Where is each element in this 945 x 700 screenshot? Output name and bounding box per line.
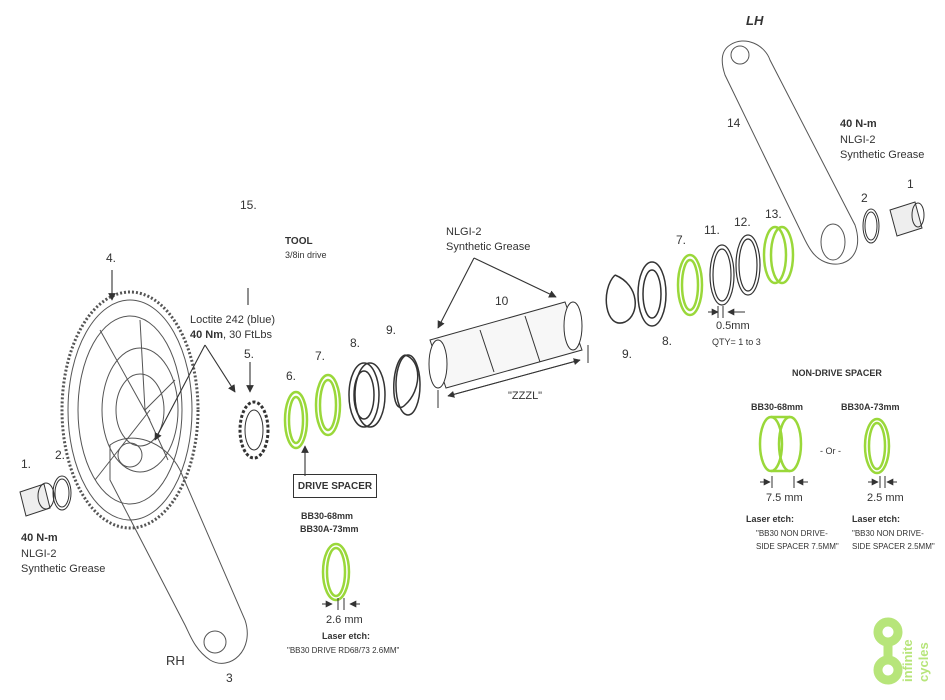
non-drive-right-model: BB30A-73mm: [841, 402, 900, 412]
label-item-2-right: 2: [861, 191, 868, 205]
drive-spacer-model-2: BB30A-73mm: [300, 524, 359, 534]
non-drive-spacer-2-5: [863, 417, 891, 475]
non-drive-spacer-installed: [762, 225, 795, 285]
drive-spacer-box: DRIVE SPACER: [293, 474, 377, 498]
right-bolt-torque: 40 N-m: [840, 118, 877, 130]
label-item-4: 4.: [106, 251, 117, 265]
dimension-markers: [322, 306, 897, 610]
loctite-torque: 40 Nm: [190, 329, 224, 341]
label-item-5: 5.: [244, 347, 255, 361]
label-item-8-right: 8.: [662, 334, 673, 348]
left-bearing: [348, 362, 386, 428]
label-item-12: 12.: [734, 215, 751, 229]
non-drive-left-etch-2: SIDE SPACER 7.5MM": [756, 542, 839, 551]
shim-qty: QTY= 1 to 3: [712, 337, 761, 347]
label-item-2-left: 2.: [55, 448, 66, 462]
left-bolt: [19, 475, 72, 517]
zzzl-dimension: "ZZZL": [508, 390, 543, 402]
label-item-11: 11.: [704, 223, 720, 237]
label-item-9-left: 9.: [386, 323, 397, 337]
label-item-13: 13.: [765, 207, 782, 221]
left-bolt-grease-1: NLGI-2: [21, 548, 57, 560]
right-bolt-grease-2: Synthetic Grease: [840, 149, 925, 161]
left-crank-arm: [721, 40, 859, 265]
infinite-cycles-logo: infinite cycles: [868, 612, 940, 697]
label-item-14: 14: [727, 116, 741, 130]
tool-sub: 3/8in drive: [285, 250, 327, 260]
spindle-grease-1: NLGI-2: [446, 226, 482, 238]
non-drive-left-size: 7.5 mm: [766, 492, 803, 504]
loctite-torque-imperial: , 30 FtLbs: [223, 329, 272, 341]
non-drive-right-etch-1: "BB30 NON DRIVE-: [852, 529, 924, 538]
label-item-10: 10: [495, 294, 509, 308]
non-drive-or: - Or -: [820, 446, 841, 456]
shim-washers: [709, 234, 761, 306]
drive-spacer-size: 2.6 mm: [326, 614, 363, 626]
label-item-6: 6.: [286, 369, 297, 383]
label-item-7-right: 7.: [676, 233, 687, 247]
right-crank-arm: [109, 437, 248, 664]
lockring: [238, 400, 270, 460]
label-item-8-left: 8.: [350, 336, 361, 350]
leader-arrows: [108, 257, 557, 476]
non-drive-left-model: BB30-68mm: [751, 402, 804, 412]
non-drive-right-etch-label: Laser etch:: [852, 514, 901, 524]
logo-word-infinite: infinite: [900, 639, 915, 682]
non-drive-left-etch-label: Laser etch:: [746, 514, 795, 524]
label-item-3: 3: [226, 671, 233, 685]
non-drive-heading: NON-DRIVE SPACER: [792, 368, 882, 378]
chainring: [60, 290, 200, 530]
non-drive-right-size: 2.5 mm: [867, 492, 904, 504]
label-item-1-right: 1: [907, 177, 914, 191]
drive-spacer-etch-text: "BB30 DRIVE RD68/73 2.6MM": [287, 646, 400, 655]
right-bearing: [637, 261, 667, 327]
drive-spacer-etch-label: Laser etch:: [322, 631, 371, 641]
left-bolt-grease-2: Synthetic Grease: [21, 563, 106, 575]
diagram-title-lh: LH: [746, 13, 764, 28]
label-item-7-left: 7.: [315, 349, 326, 363]
right-bolt: [862, 201, 925, 244]
loctite-line-2: 40 Nm, 30 FtLbs: [190, 329, 272, 342]
right-spacer: [676, 253, 704, 317]
right-bolt-grease-1: NLGI-2: [840, 134, 876, 146]
logo-chainlink-icon: infinite cycles: [873, 617, 931, 685]
logo-word-cycles: cycles: [916, 642, 931, 682]
non-drive-left-etch-1: "BB30 NON DRIVE-: [756, 529, 828, 538]
tool-heading: TOOL: [285, 236, 313, 247]
left-bolt-torque: 40 N-m: [21, 532, 58, 544]
spindle: [428, 301, 583, 389]
non-drive-spacer-7-5: [758, 415, 803, 473]
shim-size: 0.5mm: [716, 320, 750, 332]
label-item-1-left: 1.: [21, 457, 32, 471]
isolated-drive-spacer: [321, 542, 351, 602]
drive-spacer-model-1: BB30-68mm: [301, 511, 354, 521]
label-item-15: 15.: [240, 198, 257, 212]
drive-spacers: [283, 373, 342, 450]
label-item-9-right: 9.: [622, 347, 633, 361]
loctite-line-1: Loctite 242 (blue): [190, 314, 275, 326]
left-circlip: [393, 354, 421, 416]
non-drive-right-etch-2: SIDE SPACER 2.5MM": [852, 542, 935, 551]
label-rh: RH: [166, 653, 185, 668]
spindle-grease-2: Synthetic Grease: [446, 241, 531, 253]
right-circlip: [605, 274, 636, 324]
